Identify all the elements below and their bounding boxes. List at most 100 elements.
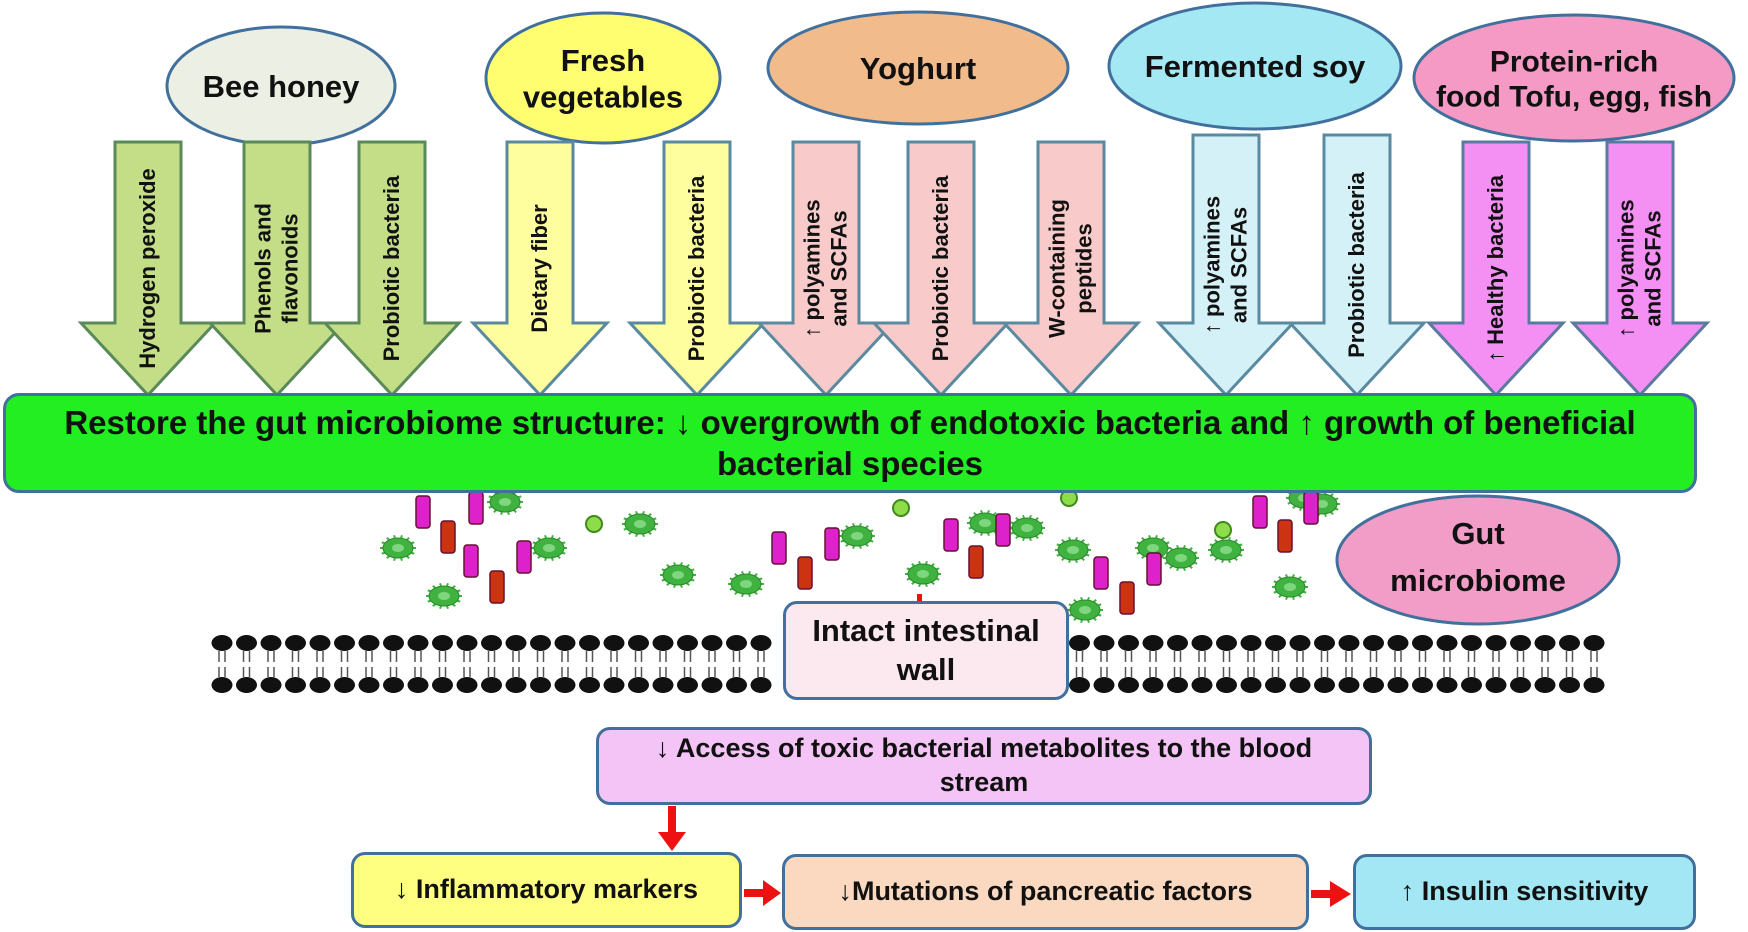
lipid-head-icon <box>1069 635 1090 651</box>
bacterium-icon <box>426 582 462 610</box>
source-label-5: food Tofu, egg, fish <box>1436 80 1712 113</box>
component-label-2-1: Dietary fiber <box>527 204 552 333</box>
lipid-head-icon <box>285 635 306 651</box>
source-label-3: Yoghurt <box>860 51 977 86</box>
rod-bacterium-icon <box>489 570 505 604</box>
cocci-icon <box>892 499 910 517</box>
lipid-head-icon <box>1142 635 1164 651</box>
lipid-head-icon <box>1069 677 1090 693</box>
bacterium-icon <box>1163 544 1199 572</box>
source-label-2: vegetables <box>523 79 683 114</box>
lipid-head-icon <box>1412 677 1433 693</box>
intestinal-wall-box: Intact intestinal wall <box>783 601 1069 700</box>
bacterium-icon <box>622 510 658 538</box>
lipid-head-icon <box>505 677 527 693</box>
component-label-3-1: ↑ polyamines <box>800 199 825 337</box>
lipid-head-icon <box>1240 635 1262 651</box>
rod-bacterium-icon <box>943 518 959 552</box>
rod-bacterium-icon <box>463 544 479 578</box>
bacterium-icon <box>1055 536 1091 564</box>
lipid-head-icon <box>358 677 380 693</box>
rod-bacterium-icon <box>440 520 456 554</box>
lipid-head-icon <box>1583 635 1605 651</box>
component-arrow-2-2 <box>626 140 768 398</box>
source-label-5: Protein-rich <box>1490 45 1658 78</box>
lipid-head-icon <box>1093 635 1115 651</box>
flow-arrow-right-2-head <box>1330 881 1351 907</box>
flow-arrow-down-head <box>658 832 686 851</box>
flow-arrows <box>658 594 1351 907</box>
rod-bacterium-icon <box>415 495 431 529</box>
lipid-head-icon <box>1412 635 1433 651</box>
lipid-head-icon <box>1191 677 1213 693</box>
lipid-head-icon <box>603 635 625 651</box>
flow-arrow-right-1-shaft <box>744 889 766 897</box>
lipid-head-icon <box>1265 677 1286 693</box>
component-arrow-3-2 <box>870 140 1012 398</box>
component-label-3-3: peptides <box>1072 223 1097 313</box>
source-oval-4 <box>1107 1 1403 131</box>
component-arrow-3-3 <box>1000 140 1142 398</box>
lipid-head-icon <box>309 677 331 693</box>
component-label-3-3: W-containing <box>1045 199 1070 338</box>
source-label-2: Fresh <box>561 43 645 78</box>
component-arrow-3-1 <box>755 140 897 398</box>
rod-bacterium-icon <box>824 527 840 561</box>
lipid-head-icon <box>554 635 576 651</box>
component-arrow-1-2 <box>206 140 348 398</box>
rod-bacterium-icon <box>995 513 1011 547</box>
lipid-head-icon <box>456 677 478 693</box>
lipid-head-icon <box>358 635 380 651</box>
bacterium-icon <box>380 534 416 562</box>
flow-arrow-right-1-head <box>763 880 781 906</box>
lipid-head-icon <box>750 677 772 693</box>
component-label-2-2: Probiotic bacteria <box>684 175 709 362</box>
cocci-icon <box>1214 521 1232 539</box>
lipid-head-icon <box>1265 635 1286 651</box>
lipid-head-icon <box>285 677 306 693</box>
lipid-head-icon <box>1510 635 1531 651</box>
component-label-3-1: and SCFAs <box>827 210 852 326</box>
lipid-head-icon <box>383 677 404 693</box>
insulin-sensitivity-box: ↑ Insulin sensitivity <box>1353 854 1696 930</box>
lipid-head-icon <box>1583 677 1605 693</box>
lipid-head-icon <box>260 677 282 693</box>
toxic-metabolites-box: ↓ Access of toxic bacterial metabolites … <box>596 727 1372 805</box>
lipid-head-icon <box>603 677 625 693</box>
component-arrow-4-2 <box>1286 133 1428 398</box>
source-oval-2 <box>484 11 722 145</box>
lipid-head-icon <box>1167 635 1188 651</box>
intestinal-membrane <box>211 635 1605 693</box>
component-label-5-2: ↑ polyamines <box>1614 199 1639 337</box>
lipid-head-icon <box>1240 677 1262 693</box>
source-oval-3 <box>766 10 1070 126</box>
rod-bacterium-icon <box>968 545 984 579</box>
lipid-head-icon <box>407 677 429 693</box>
lipid-head-icon <box>1216 677 1237 693</box>
bacterium-icon <box>1208 536 1244 564</box>
lipid-head-icon <box>1167 677 1188 693</box>
source-oval-5 <box>1412 13 1736 143</box>
lipid-head-icon <box>1559 635 1580 651</box>
lipid-head-icon <box>1142 677 1164 693</box>
lipid-head-icon <box>652 635 674 651</box>
lipid-head-icon <box>579 677 600 693</box>
lipid-head-icon <box>1485 635 1507 651</box>
bacterium-icon <box>531 534 567 562</box>
component-arrow-1-1 <box>77 140 219 398</box>
rod-bacterium-icon <box>771 531 787 565</box>
lipid-head-icon <box>1314 635 1335 651</box>
bacterium-icon <box>660 561 696 589</box>
component-arrow-1-3 <box>321 140 463 398</box>
lipid-head-icon <box>1191 635 1213 651</box>
lipid-head-icon <box>236 677 257 693</box>
bacterium-icon <box>1009 514 1045 542</box>
lipid-head-icon <box>1289 635 1311 651</box>
cocci-icon <box>585 515 603 533</box>
component-label-5-2: and SCFAs <box>1641 210 1666 326</box>
component-arrow-2-1 <box>469 140 611 398</box>
restore-microbiome-box: Restore the gut microbiome structure: ↓ … <box>3 393 1697 493</box>
